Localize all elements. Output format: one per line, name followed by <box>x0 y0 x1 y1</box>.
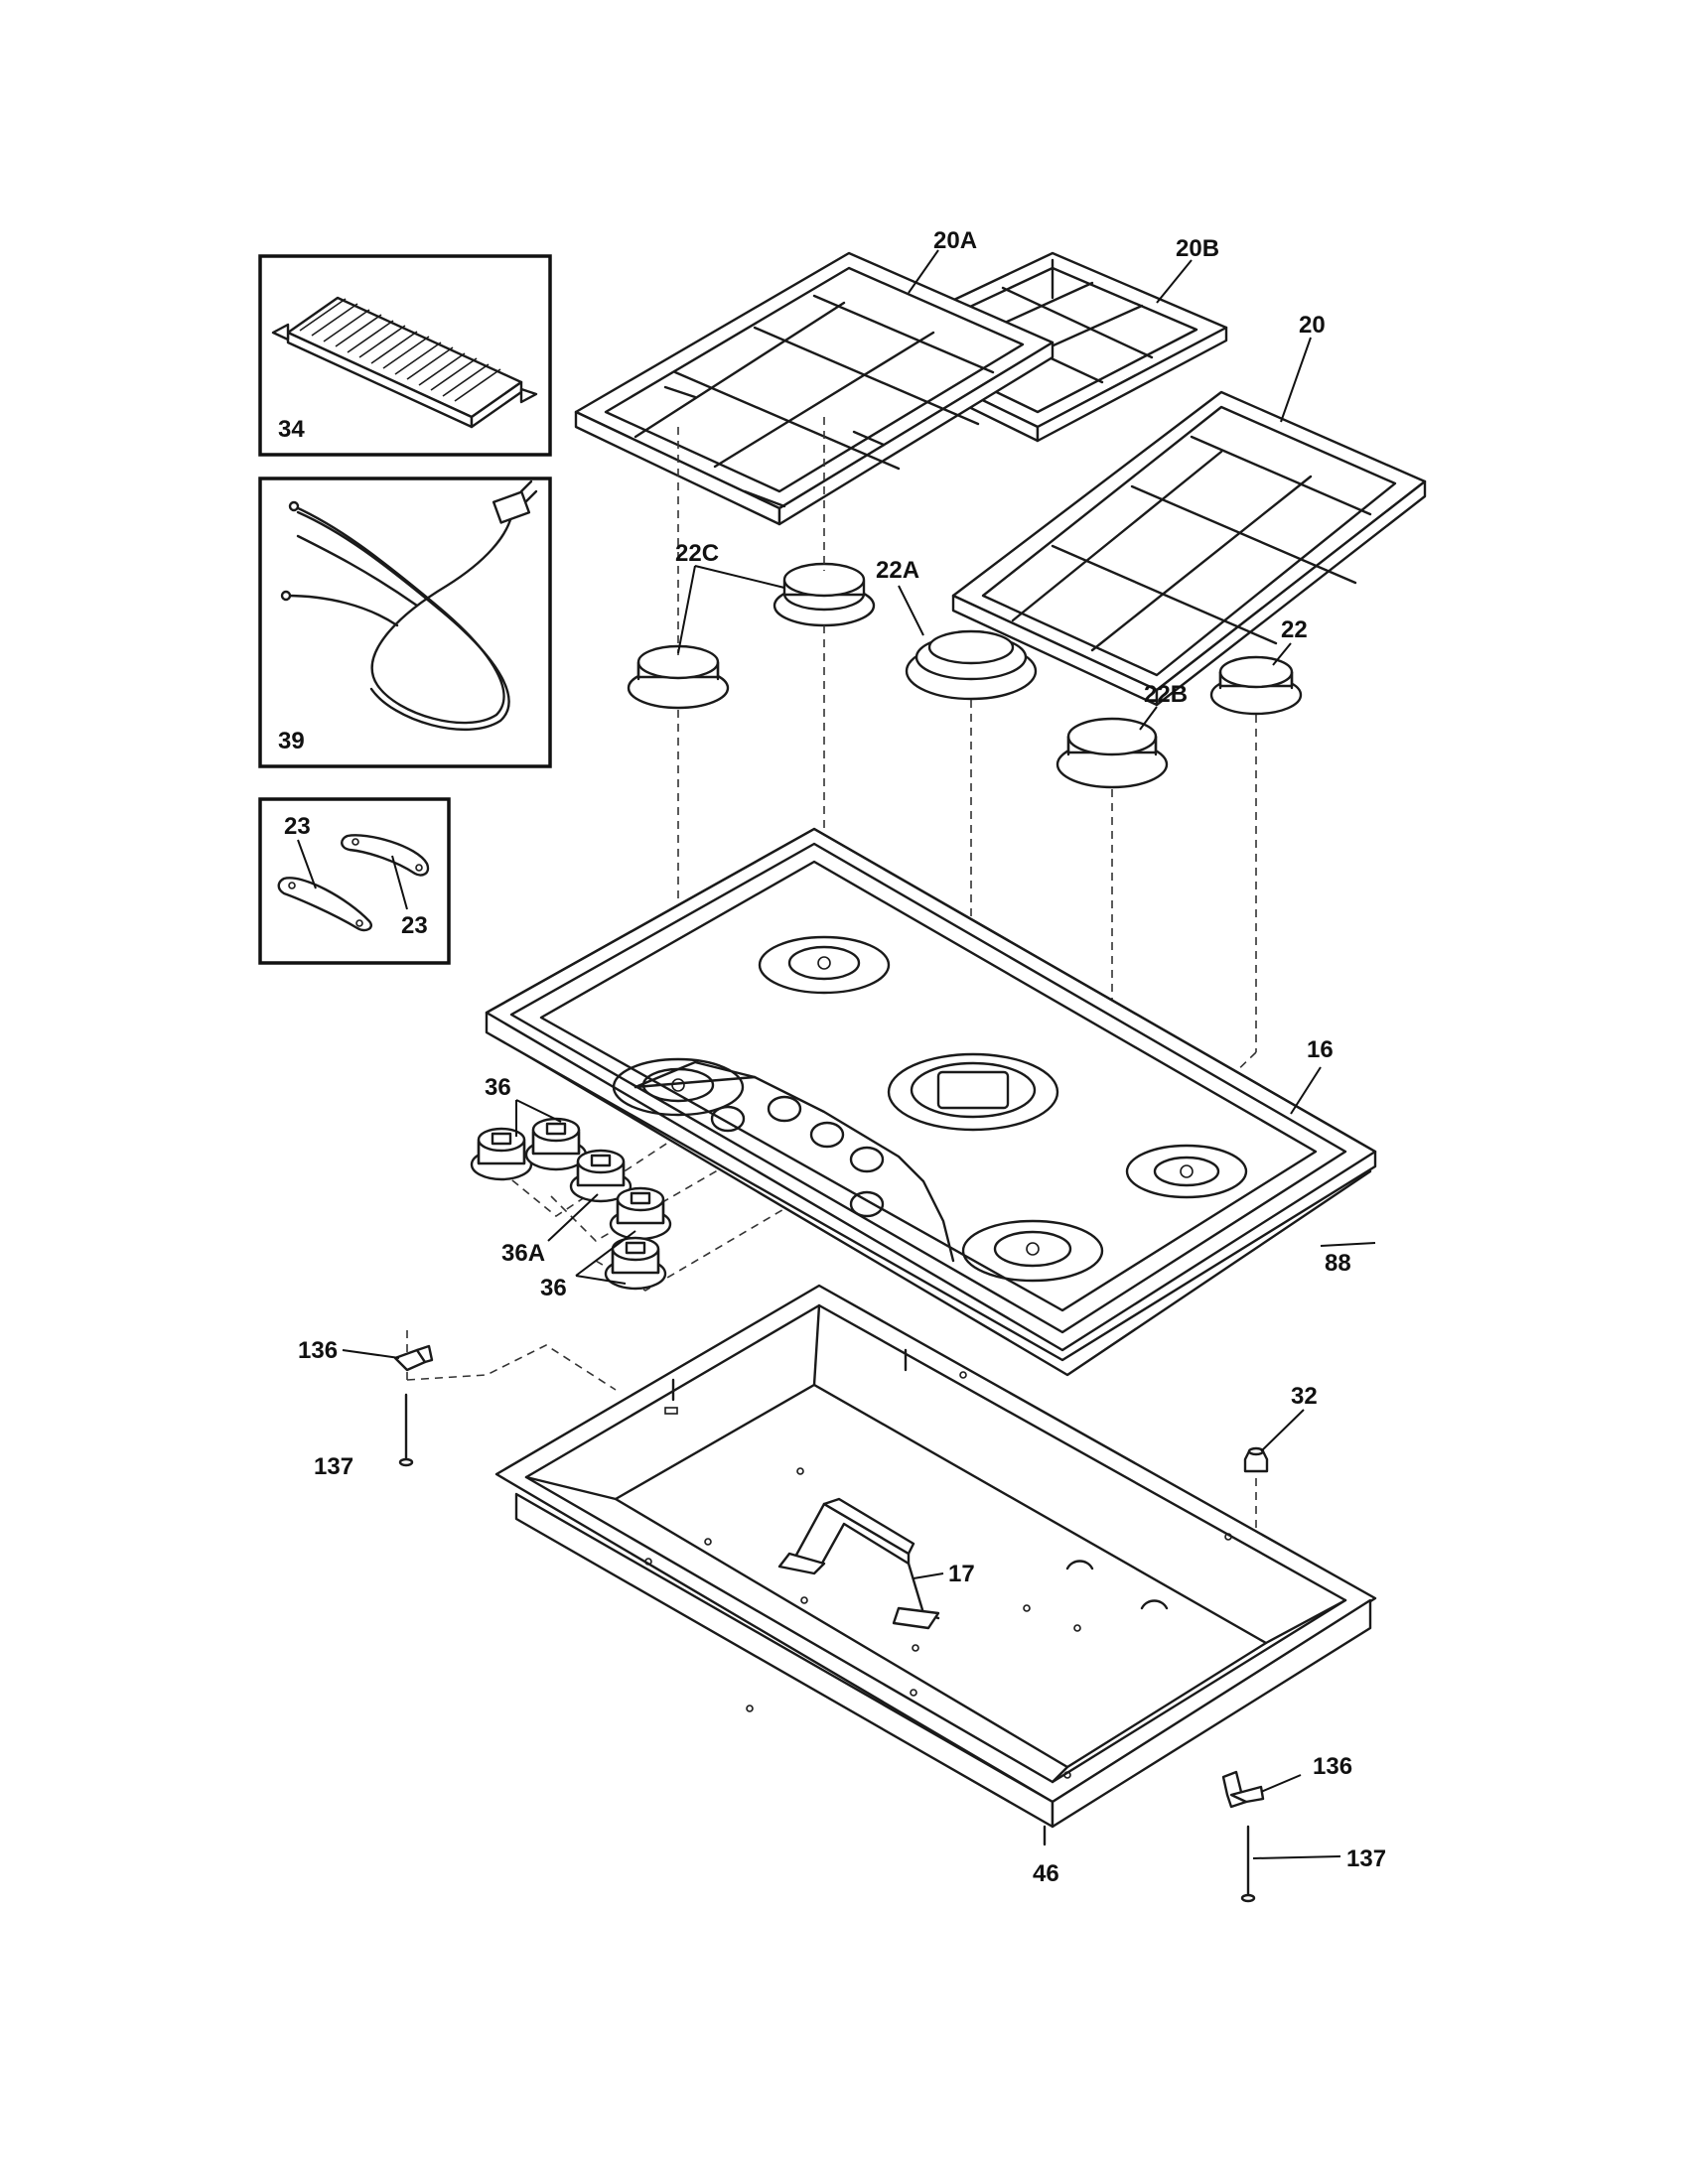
bracket-136-right <box>1221 1770 1265 1809</box>
knob-holes <box>710 1095 885 1218</box>
knob-set <box>470 1117 672 1291</box>
burner-cap-22c-rear <box>773 562 876 627</box>
cooktop-top-16 <box>485 827 1377 1362</box>
burner-cap-22c-front <box>627 644 730 710</box>
clip-icon <box>277 834 430 932</box>
callout-36-bottom: 36 <box>540 1275 567 1301</box>
callout-39: 39 <box>278 728 305 754</box>
pan-holes <box>644 1371 1232 1779</box>
burner-cap-22a <box>905 629 1038 701</box>
inset-griddle: 34 <box>258 254 552 457</box>
callout-23a: 23 <box>284 813 311 840</box>
callout-136-right: 136 <box>1313 1753 1352 1780</box>
knob-4 <box>609 1186 672 1241</box>
callout-137-left: 137 <box>314 1453 353 1480</box>
callout-17: 17 <box>948 1561 975 1587</box>
callout-88: 88 <box>1325 1250 1351 1277</box>
screw-137-left <box>398 1393 414 1467</box>
callout-22b: 22B <box>1144 681 1188 708</box>
grate-20 <box>951 390 1427 707</box>
burner-well-front-left <box>612 1057 745 1117</box>
burner-well-center <box>887 1052 1059 1132</box>
orifice-32 <box>1243 1446 1269 1473</box>
callout-136-left: 136 <box>298 1337 338 1364</box>
bracket-136-left <box>393 1344 434 1372</box>
callout-36-top: 36 <box>485 1074 511 1101</box>
callout-137-right: 137 <box>1346 1845 1386 1872</box>
burner-cap-22 <box>1209 655 1303 716</box>
callout-23b: 23 <box>401 912 428 939</box>
callout-36a: 36A <box>501 1240 545 1267</box>
screw-137-right <box>1240 1825 1256 1903</box>
knob-3 <box>569 1149 633 1203</box>
burner-well-front-right <box>961 1219 1104 1283</box>
callout-22c: 22C <box>675 540 719 567</box>
callout-34: 34 <box>278 416 305 443</box>
griddle-icon <box>271 296 538 429</box>
grate-20a <box>574 251 1055 526</box>
callout-46: 46 <box>1033 1860 1059 1887</box>
knob-1 <box>470 1127 533 1181</box>
burner-box-pan <box>494 1284 1377 1829</box>
inset-power-cord: 39 <box>258 477 552 768</box>
burner-well-rear-left <box>758 935 891 995</box>
power-cord-icon <box>280 479 538 732</box>
burner-cap-22b <box>1055 717 1169 789</box>
callout-22: 22 <box>1281 616 1308 643</box>
callout-20a: 20A <box>933 227 977 254</box>
knob-5 <box>604 1236 667 1291</box>
callout-20b: 20B <box>1176 235 1219 262</box>
callout-20: 20 <box>1299 312 1326 339</box>
callout-22a: 22A <box>876 557 919 584</box>
burner-well-right <box>1125 1144 1248 1199</box>
leader-lines <box>342 249 1376 1859</box>
knob-2 <box>524 1117 588 1171</box>
inset-clips: 23 23 <box>258 797 451 965</box>
callout-labels: 20A 20B 20 22C 22A 22 22B 16 36 36A 36 8… <box>298 227 1386 1887</box>
callout-32: 32 <box>1291 1383 1318 1410</box>
support-bracket-17 <box>777 1497 940 1630</box>
callout-16: 16 <box>1307 1036 1334 1063</box>
